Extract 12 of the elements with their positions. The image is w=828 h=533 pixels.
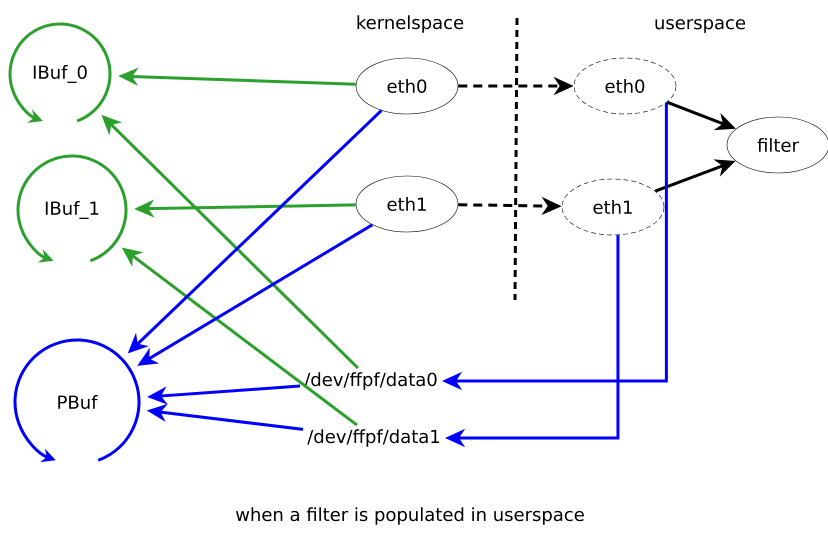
section-label: kernelspace — [358, 15, 464, 33]
ellipse-node: eth1 — [562, 178, 664, 236]
section-label: userspace — [656, 19, 746, 33]
ellipse-node: eth1 — [356, 176, 458, 232]
node-label: PBuf — [58, 395, 98, 409]
caption: when a filter is populated in userspace — [236, 507, 584, 525]
ellipse-node: eth0 — [574, 58, 676, 114]
device-path: /dev/ffpf/data0 — [304, 372, 437, 390]
ellipse-node: eth0 — [356, 58, 458, 114]
device-path: /dev/ffpf/data1 — [307, 429, 440, 447]
node-label: IBuf_1 — [46, 201, 98, 219]
node-label: IBuf_0 — [34, 65, 87, 83]
